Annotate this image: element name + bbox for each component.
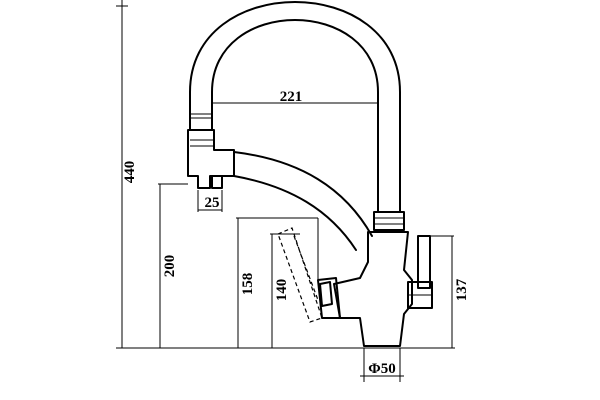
dim-label-handle-base-height: 140: [274, 279, 290, 302]
swing-spout: [233, 151, 373, 251]
dim-label-right-handle-height: 137: [454, 278, 470, 301]
left-lever-alt-position: [277, 227, 323, 323]
dim-label-total-height: 440: [122, 161, 138, 184]
dim-label-outlet-height: 200: [162, 255, 178, 278]
faucet-body: [333, 231, 413, 347]
faucet-outline: [118, 1, 455, 349]
left-lever-handle: [317, 277, 341, 319]
hose-arch-inner: [211, 19, 379, 213]
dim-label-spout-reach: 221: [280, 89, 303, 105]
dimension-lines: [116, 0, 454, 382]
dim-label-base-diameter: Φ50: [368, 361, 395, 377]
dim-label-handle-height: 158: [240, 273, 256, 296]
dim-label-outlet-offset: 25: [205, 195, 220, 211]
hose-arch-outer: [189, 1, 401, 213]
aerator-tip: [211, 175, 223, 189]
spray-head-body: [187, 129, 235, 189]
hose-collar: [373, 211, 405, 231]
